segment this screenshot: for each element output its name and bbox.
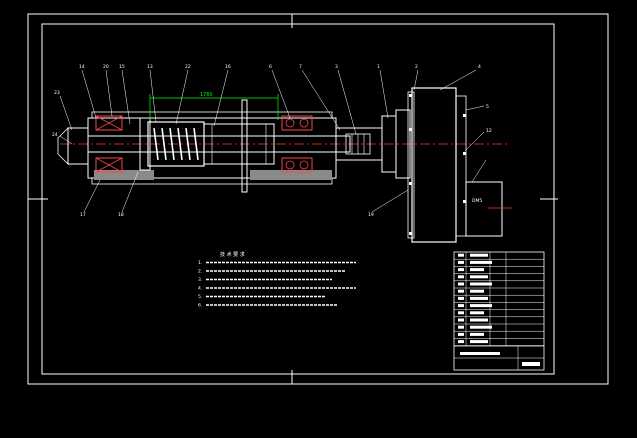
drawing-number-text — [522, 362, 540, 366]
outer-border — [27, 13, 609, 385]
title-row-text — [470, 260, 492, 264]
note-line-0: 1. — [198, 260, 202, 266]
motor-rear — [455, 95, 467, 237]
title-row-text — [470, 304, 492, 308]
callout-top-9: 1 — [377, 64, 380, 70]
title-row-number — [458, 275, 464, 279]
callout-right-2: 12 — [486, 128, 492, 134]
callout-bottom-2: 19 — [368, 212, 374, 218]
title-row-text — [470, 275, 488, 279]
housing-hatch-left — [94, 170, 154, 180]
callout-top-0: 14 — [79, 64, 85, 70]
right-bearing-top — [281, 115, 313, 131]
title-block — [453, 251, 545, 371]
title-row-text — [470, 253, 488, 257]
housing-top-flange — [91, 111, 333, 119]
left-cover — [57, 127, 69, 165]
callout-right-0: 4 — [478, 64, 481, 70]
title-row-text — [470, 332, 484, 336]
title-row-number — [458, 296, 464, 300]
right-bearing-bottom — [281, 157, 313, 173]
title-row-text — [470, 340, 488, 344]
housing-hatch-right — [250, 170, 332, 180]
notes-heading: 技 术 要 求 — [220, 251, 245, 258]
callout-left-0: 23 — [54, 90, 60, 96]
callout-top-5: 16 — [225, 64, 231, 70]
title-row-number — [458, 282, 464, 286]
callout-left-1: 24 — [52, 132, 58, 138]
callout-right-1: 5 — [486, 104, 489, 110]
notes-body: 1. 2. 3. 4. 5. 6. — [198, 260, 356, 309]
technical-notes: 技 术 要 求 1. 2. 3. 4. 5. 6. — [198, 251, 356, 309]
left-bearing-bottom — [95, 157, 123, 173]
callout-top-8: 3 — [335, 64, 338, 70]
title-row-number — [458, 325, 464, 329]
title-row-number — [458, 332, 464, 336]
title-row-number — [458, 311, 464, 315]
title-row-number — [458, 318, 464, 322]
callout-bottom-0: 17 — [80, 212, 86, 218]
title-row-text — [470, 282, 492, 286]
title-block-frame — [453, 251, 545, 371]
note-line-1: 2. — [198, 269, 202, 275]
title-row-text — [470, 311, 484, 315]
callout-top-3: 13 — [147, 64, 153, 70]
title-row-number — [458, 340, 464, 344]
title-row-text — [470, 325, 492, 329]
title-row-number — [458, 289, 464, 293]
centering-marks — [28, 14, 558, 384]
spindle-assembly: 1760 — [57, 69, 512, 243]
callout-top-7: 7 — [299, 64, 302, 70]
callout-top-10: 2 — [415, 64, 418, 70]
note-line-4: 5. — [198, 294, 202, 300]
callout-bottom-1: 18 — [118, 212, 124, 218]
callout-top-1: 20 — [103, 64, 109, 70]
dimension-text: 1760 — [200, 92, 213, 98]
title-row-number — [458, 253, 464, 257]
encoder-box — [465, 181, 503, 237]
note-line-3: 4. — [198, 286, 202, 292]
motor-label: DM5 — [472, 198, 482, 204]
motor-bolts — [409, 94, 466, 235]
shaft — [87, 135, 351, 153]
mount-bracket — [395, 109, 411, 179]
title-row-text — [470, 318, 488, 322]
left-bearing-top — [95, 115, 123, 131]
left-end-cap — [67, 127, 89, 165]
support-plate — [241, 99, 248, 193]
title-name-text — [460, 352, 500, 355]
title-row-text — [470, 289, 484, 293]
leader-lines — [59, 69, 487, 213]
note-line-2: 3. — [198, 277, 202, 283]
motor-body — [411, 87, 457, 243]
note-line-5: 6. — [198, 303, 202, 309]
callout-top-6: 6 — [269, 64, 272, 70]
carriage — [203, 123, 275, 165]
title-row-text — [470, 296, 488, 300]
callout-top-4: 22 — [185, 64, 191, 70]
dimension-line — [149, 94, 279, 120]
title-row-text — [470, 268, 484, 272]
title-row-number — [458, 268, 464, 272]
housing-bottom-flange — [91, 177, 333, 185]
nut-flange — [139, 117, 151, 171]
screw-threads — [153, 127, 199, 161]
title-row-number — [458, 304, 464, 308]
title-row-number — [458, 260, 464, 264]
callout-top-2: 15 — [119, 64, 125, 70]
